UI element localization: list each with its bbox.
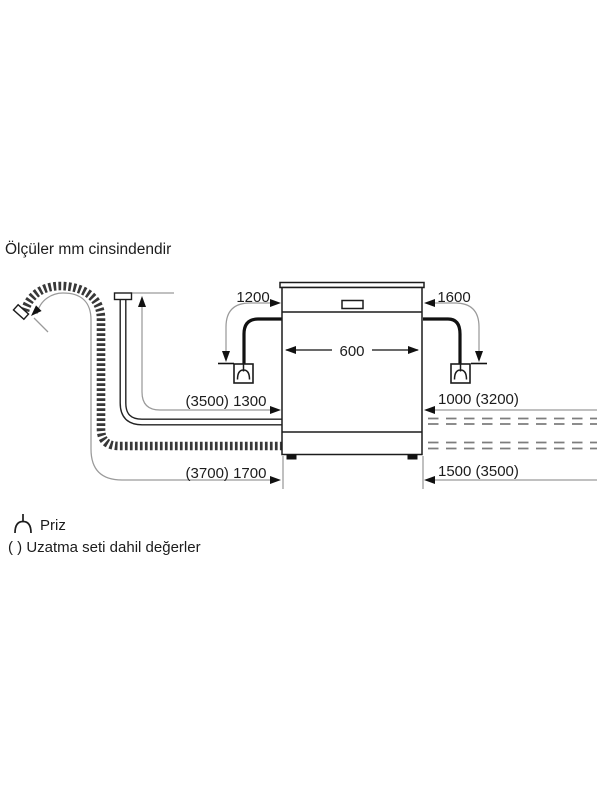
units-note: Ölçüler mm cinsindendir	[5, 240, 171, 258]
dim-supply-hose-label: (3500) 1300	[186, 393, 267, 410]
power-socket-icon-right	[450, 363, 471, 384]
pipe-cap	[113, 292, 133, 301]
power-socket-icon-left	[233, 363, 254, 384]
dimension-lines	[33, 292, 597, 489]
dim-1600-label: 1600	[437, 289, 470, 306]
width-dimension: 600	[285, 343, 419, 360]
foot-left	[286, 454, 297, 460]
dimension-arrows	[31, 296, 487, 484]
hose-continuation-dashes	[428, 417, 597, 450]
power-cable-right	[423, 317, 462, 364]
hose-end-fitting	[12, 303, 30, 321]
legend-socket-label: Priz	[40, 517, 66, 534]
power-socket-icon	[14, 514, 32, 534]
dim-1200-label: 1200	[236, 289, 269, 306]
dishwasher-front	[279, 281, 425, 460]
appliance-body	[281, 286, 423, 456]
dim-supply-right-label: 1000 (3200)	[438, 391, 519, 408]
dim-drain-right-label: 1500 (3500)	[438, 463, 519, 480]
foot-right	[407, 454, 418, 460]
legend-extension-note: ( ) Uzatma seti dahil değerler	[8, 539, 201, 556]
width-label: 600	[339, 343, 364, 360]
power-cable-left	[242, 317, 283, 364]
legend: Priz ( ) Uzatma seti dahil değerler	[8, 514, 201, 556]
dim-drain-hose-label: (3700) 1700	[186, 465, 267, 482]
corrugated-drain-hose	[12, 281, 283, 451]
control-panel-handle	[341, 299, 364, 310]
water-supply-pipe	[113, 292, 283, 426]
